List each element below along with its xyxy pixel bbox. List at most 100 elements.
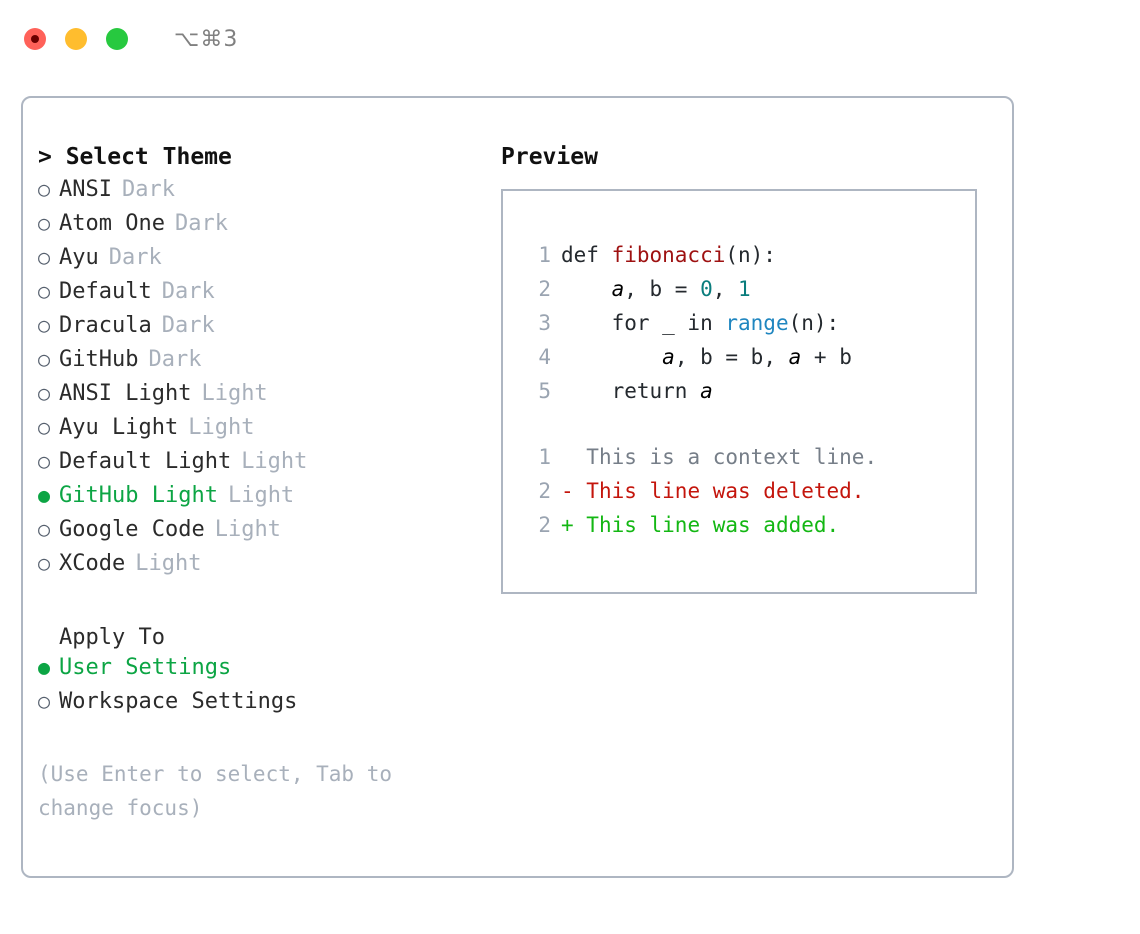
radio-unselected-icon: ○: [38, 449, 51, 473]
code-token: a: [700, 379, 713, 403]
line-number: 1: [538, 243, 551, 267]
code-token: def: [561, 243, 612, 267]
code-token: a: [788, 345, 802, 369]
theme-option-google-code[interactable]: ○ Google Code Light: [38, 517, 488, 551]
code-token: , b =: [624, 277, 701, 301]
apply-to-option-list: ●User Settings○ Workspace Settings: [38, 655, 488, 723]
code-line: 3 for _ in range(n):: [521, 311, 975, 345]
radio-unselected-icon: ○: [38, 313, 51, 337]
line-number: 2: [538, 277, 551, 301]
theme-option-label: GitHub: [59, 347, 139, 372]
spacer: [521, 413, 975, 445]
close-button[interactable]: [24, 28, 46, 50]
maximize-button[interactable]: [106, 28, 128, 50]
theme-variant-tag: Dark: [121, 177, 175, 202]
theme-option-ayu-light[interactable]: ○ Ayu Light Light: [38, 415, 488, 449]
radio-unselected-icon: ○: [38, 415, 51, 439]
theme-variant-tag: Light: [214, 517, 281, 542]
code-token: 1: [738, 277, 751, 301]
code-token: return: [561, 379, 701, 403]
theme-option-label: Google Code: [59, 517, 205, 542]
theme-variant-tag: Dark: [174, 211, 228, 236]
radio-unselected-icon: ○: [38, 245, 51, 269]
diff-text: This is a context line.: [573, 445, 878, 469]
theme-option-label: Dracula: [59, 313, 152, 338]
diff-marker: +: [561, 513, 574, 537]
code-line: 2 a, b = 0, 1: [521, 277, 975, 311]
code-token: for _ in: [561, 311, 726, 335]
code-token: [561, 345, 662, 369]
diff-marker: -: [561, 479, 574, 503]
theme-option-ansi[interactable]: ○ ANSI Dark: [38, 177, 488, 211]
line-number: 4: [538, 345, 551, 369]
code-token: a: [611, 277, 625, 301]
title-bar: ⌥⌘3: [0, 0, 1140, 78]
theme-option-label: Ayu Light: [59, 415, 179, 440]
code-token: range: [725, 311, 789, 335]
theme-option-ansi-light[interactable]: ○ ANSI Light Light: [38, 381, 488, 415]
radio-unselected-icon: ○: [38, 279, 51, 303]
preview-header: Preview: [501, 144, 598, 170]
apply-to-option-workspace-settings[interactable]: ○ Workspace Settings: [38, 689, 488, 723]
theme-option-default[interactable]: ○ Default Dark: [38, 279, 488, 313]
theme-variant-tag: Light: [201, 381, 268, 406]
theme-option-label: ANSI: [59, 177, 112, 202]
code-line: 1 def fibonacci(n):: [521, 243, 975, 277]
apply-to-section: Apply To ●User Settings○Workspace Settin…: [38, 621, 488, 723]
theme-option-label: XCode: [59, 551, 126, 576]
code-line: 5 return a: [521, 379, 975, 413]
apply-to-option-user-settings[interactable]: ●User Settings: [38, 655, 488, 689]
keyboard-shortcut-label: ⌥⌘3: [174, 26, 239, 52]
radio-selected-icon: ●: [38, 655, 51, 679]
theme-option-github-light[interactable]: ● GitHub Light Light: [38, 483, 488, 517]
apply-to-option-label: Workspace Settings: [59, 689, 298, 714]
theme-option-label: Atom One: [59, 211, 165, 236]
theme-variant-tag: Dark: [161, 313, 215, 338]
code-token: + b: [801, 345, 852, 369]
select-theme-header: > Select Theme: [38, 144, 232, 170]
radio-unselected-icon: ○: [38, 551, 51, 575]
diff-sample: 1 This is a context line.2- This line wa…: [521, 445, 975, 547]
theme-option-label: GitHub Light: [59, 483, 218, 508]
minimize-button[interactable]: [65, 28, 87, 50]
theme-option-label: Default: [59, 279, 152, 304]
code-token: (n):: [725, 243, 776, 267]
code-line: 4 a, b = b, a + b: [521, 345, 975, 379]
diff-line: 2- This line was deleted.: [521, 479, 975, 513]
keyboard-hint-text: (Use Enter to select, Tab to change focu…: [38, 762, 405, 820]
record-indicator-icon: [31, 35, 39, 43]
diff-line: 2+ This line was added.: [521, 513, 975, 547]
diff-marker: [561, 445, 574, 469]
radio-unselected-icon: ○: [38, 177, 51, 201]
line-number: 3: [538, 311, 551, 335]
diff-line: 1 This is a context line.: [521, 445, 975, 479]
theme-variant-tag: Dark: [161, 279, 215, 304]
line-number: 1: [538, 445, 551, 469]
radio-selected-icon: ●: [38, 483, 51, 507]
theme-option-xcode[interactable]: ○ XCode Light: [38, 551, 488, 585]
code-token: fibonacci: [611, 243, 726, 267]
theme-variant-tag: Dark: [108, 245, 162, 270]
theme-option-dracula[interactable]: ○ Dracula Dark: [38, 313, 488, 347]
theme-variant-tag: Light: [188, 415, 255, 440]
theme-variant-tag: Light: [135, 551, 202, 576]
theme-option-label: ANSI Light: [59, 381, 192, 406]
theme-variant-tag: Light: [227, 483, 295, 508]
radio-unselected-icon: ○: [38, 517, 51, 541]
code-token: a: [662, 345, 675, 369]
code-token: [561, 277, 612, 301]
window-controls: [24, 28, 128, 50]
diff-text: This line was deleted.: [573, 479, 865, 503]
radio-unselected-icon: ○: [38, 381, 51, 405]
radio-unselected-icon: ○: [38, 689, 51, 713]
theme-option-label: Default Light: [59, 449, 232, 474]
